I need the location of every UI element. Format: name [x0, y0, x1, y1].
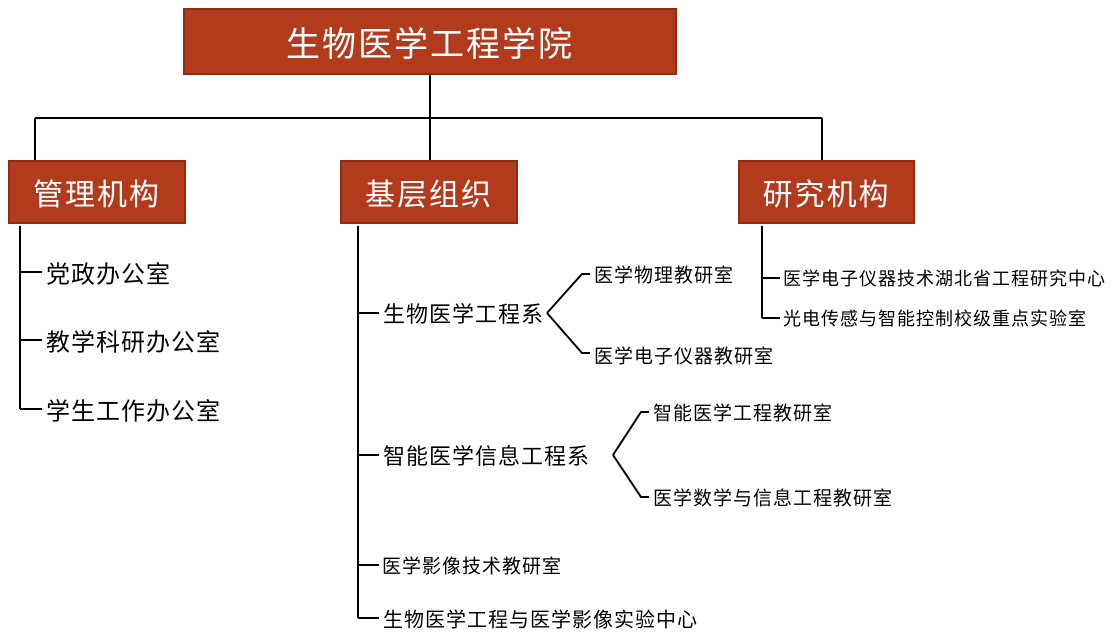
dept1-branch-up	[546, 273, 590, 314]
management-node: 管理机构	[8, 160, 186, 224]
dept2-leaf-medical-math-information: 医学数学与信息工程教研室	[653, 488, 894, 510]
grass-leaf-experiment-center: 生物医学工程与医学影像实验中心	[383, 609, 698, 632]
grassroots-node: 基层组织	[340, 160, 518, 224]
mgmt-leaf-teaching-research-office: 教学科研办公室	[46, 330, 221, 357]
dept-intelligent-medical-information: 智能医学信息工程系	[383, 444, 591, 469]
mgmt-leaf-party-office: 党政办公室	[46, 262, 171, 289]
dept1-leaf-medical-electronic-instruments: 医学电子仪器教研室	[594, 346, 775, 368]
research-node-label: 研究机构	[762, 179, 891, 212]
root-node: 生物医学工程学院	[183, 8, 677, 75]
dept1-leaf-medical-physics: 医学物理教研室	[594, 265, 735, 287]
dept2-branch-up	[612, 411, 649, 456]
research-node: 研究机构	[738, 160, 915, 224]
research-leaf-key-laboratory: 光电传感与智能控制校级重点实验室	[783, 309, 1087, 329]
dept2-branch-down	[612, 454, 649, 498]
dept1-branch-down	[546, 312, 590, 354]
grass-leaf-medical-imaging-tech: 医学影像技术教研室	[382, 556, 563, 578]
management-node-label: 管理机构	[33, 179, 161, 212]
dept-biomedical-engineering: 生物医学工程系	[383, 302, 545, 327]
research-leaf-hubei-engineering-center: 医学电子仪器技术湖北省工程研究中心	[783, 269, 1106, 289]
dept2-leaf-intelligent-medical-engineering: 智能医学工程教研室	[653, 403, 834, 425]
mgmt-leaf-student-affairs-office: 学生工作办公室	[46, 399, 221, 426]
root-node-label: 生物医学工程学院	[286, 27, 574, 64]
grassroots-node-label: 基层组织	[365, 179, 493, 212]
